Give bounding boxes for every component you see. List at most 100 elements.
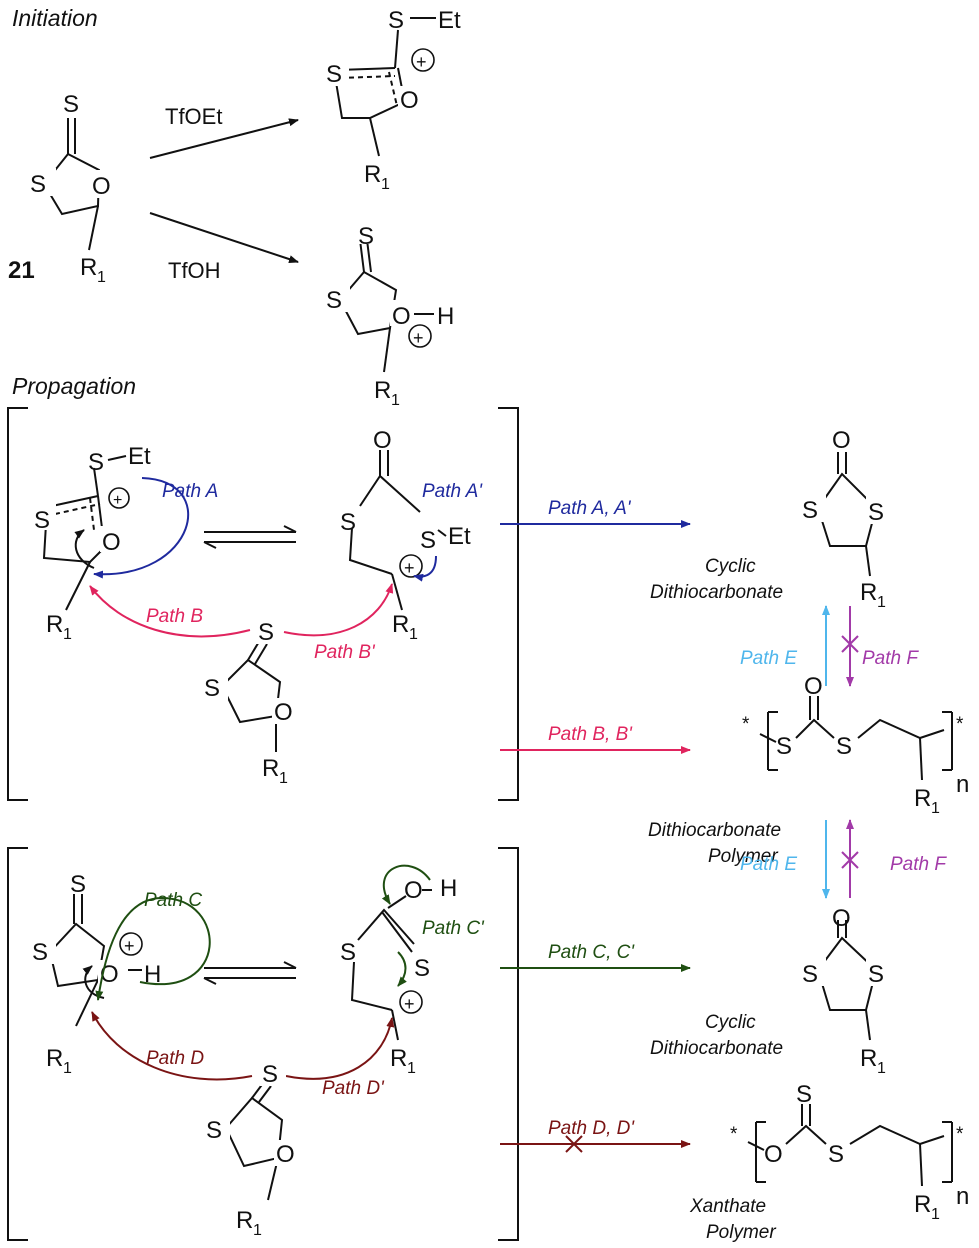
path-d-arrow	[91, 1011, 253, 1081]
path-d-d-prime-label: Path D, D'	[548, 1118, 635, 1139]
atom-s-thione: S	[414, 955, 430, 982]
reagent-tfoet: TfOEt	[165, 104, 222, 129]
atom-o-carbonyl: O	[832, 905, 851, 932]
atom-s-ring: S	[204, 675, 220, 702]
path-a-a-prime-label: Path A, A'	[548, 498, 632, 519]
compound-21-label: 21	[8, 257, 35, 284]
blocked-mark-f-bottom	[841, 851, 859, 869]
atom-s-exo: S	[388, 7, 404, 34]
atom-o-backbone: O	[764, 1141, 783, 1168]
ethyl-group: Et	[128, 443, 151, 470]
path-f-label-top: Path F	[862, 648, 919, 669]
path-c-prime-arrow-oh	[381, 864, 431, 905]
atom-o-ring: O	[92, 173, 111, 200]
xanthate-polymer-structure	[747, 1104, 953, 1187]
protonated-xanthate-labels: S O S H + R 1	[324, 220, 454, 409]
substituent-r: R	[860, 579, 877, 606]
positive-charge: +	[404, 994, 415, 1014]
dithiocarbonate-polymer-labels: * S O S R 1 * n	[742, 673, 969, 817]
substituent-r: R	[860, 1045, 877, 1072]
path-b-arrow	[89, 585, 251, 638]
atom-o-carbonyl: O	[373, 427, 392, 454]
arrow-tfoh	[149, 212, 299, 263]
box1-ethylated-cation-labels: S O S Et + R 1	[32, 443, 151, 643]
xanthate-polymer-labels: * O S S R 1 * n	[730, 1081, 969, 1223]
substituent-r-subscript: 1	[931, 1206, 940, 1223]
atom-o-ring: O	[276, 1141, 295, 1168]
atom-s-thione: S	[262, 1061, 278, 1088]
path-b-prime-label: Path B'	[314, 642, 376, 663]
positive-charge: +	[404, 558, 415, 578]
cyclic-product-2-label-line2: Dithiocarbonate	[650, 1038, 783, 1059]
atom-s-chain: S	[340, 509, 356, 536]
cyclic-product-label-line1: Cyclic	[705, 556, 756, 577]
path-d-label: Path D	[146, 1048, 204, 1069]
atom-h: H	[437, 303, 454, 330]
end-asterisk-right: *	[956, 714, 964, 735]
cyclic-dithiocarbonate-top	[817, 452, 878, 577]
path-b-label: Path B	[146, 606, 203, 627]
cyclic-dithiocarbonate-bottom-labels: O S S R 1	[800, 905, 892, 1077]
path-c-label: Path C	[144, 890, 202, 911]
box1-carbocation	[348, 450, 447, 611]
box2-protonated-xanthate-labels: S O S H + R 1	[30, 870, 161, 1077]
equilibrium-arrows-box2	[203, 961, 297, 985]
repeat-n: n	[956, 771, 969, 798]
end-asterisk-left: *	[742, 714, 750, 735]
substituent-r-subscript: 1	[409, 626, 418, 643]
substituent-r: R	[46, 1045, 63, 1072]
atom-s-exo: S	[88, 449, 104, 476]
substituent-r-subscript: 1	[253, 1222, 262, 1239]
protonated-xanthate-structure	[339, 239, 434, 373]
path-a-label: Path A	[162, 481, 218, 502]
positive-charge: +	[113, 492, 122, 509]
box1-monomer-labels: S O S R 1	[202, 618, 298, 787]
polymer-label-line1: Dithiocarbonate	[648, 820, 781, 841]
atom-s-ring: S	[326, 61, 342, 88]
box2-carbocation-labels: S O H S + R 1	[340, 875, 457, 1077]
path-e-label-top: Path E	[740, 648, 797, 669]
propagation-heading: Propagation	[12, 373, 136, 399]
atom-s-ring: S	[206, 1117, 222, 1144]
atom-o-hydroxyl: O	[404, 877, 423, 904]
path-f-label-bottom: Path F	[890, 854, 947, 875]
substituent-r: R	[236, 1207, 253, 1234]
atom-s-ethyl: S	[420, 527, 436, 554]
initiation-heading: Initiation	[12, 5, 98, 31]
path-a-prime-label: Path A'	[422, 481, 483, 502]
cyclic-dithiocarbonate-bottom	[817, 920, 878, 1041]
cyclic-dithiocarbonate-top-labels: O S S R 1	[800, 427, 892, 611]
substituent-r: R	[46, 611, 63, 638]
substituent-r-subscript: 1	[97, 269, 106, 286]
substituent-r: R	[390, 1045, 407, 1072]
box2-monomer	[225, 1081, 284, 1201]
atom-s-ring: S	[34, 507, 50, 534]
atom-o-carbonyl: O	[804, 673, 823, 700]
atom-s-thione: S	[258, 619, 274, 646]
substituent-r: R	[914, 1191, 931, 1218]
box1-ethylated-cation	[42, 455, 130, 611]
path-a-arrow	[93, 477, 190, 579]
box2-carbocation	[350, 889, 432, 1041]
bracket-box-1	[7, 407, 519, 801]
atom-s-ring: S	[802, 961, 818, 988]
substituent-r: R	[374, 377, 391, 404]
box2-monomer-labels: S O S R 1	[204, 1060, 300, 1239]
substituent-r-subscript: 1	[877, 1060, 886, 1077]
atom-s-backbone: S	[836, 733, 852, 760]
end-asterisk-left: *	[730, 1124, 738, 1145]
dithiocarbonate-polymer-structure	[759, 696, 953, 781]
atom-s-thione: S	[70, 871, 86, 898]
substituent-r-subscript: 1	[877, 594, 886, 611]
substituent-r-subscript: 1	[407, 1060, 416, 1077]
atom-s-ring: S	[802, 497, 818, 524]
blocked-mark-f-top	[841, 635, 859, 653]
substituent-r-subscript: 1	[63, 1060, 72, 1077]
positive-charge: +	[124, 936, 135, 956]
path-d-prime-arrow	[285, 1017, 395, 1080]
path-c-c-prime-label: Path C, C'	[548, 942, 635, 963]
repeat-n: n	[956, 1183, 969, 1210]
atom-s-chain: S	[340, 939, 356, 966]
atom-o-protonated: O	[392, 303, 411, 330]
